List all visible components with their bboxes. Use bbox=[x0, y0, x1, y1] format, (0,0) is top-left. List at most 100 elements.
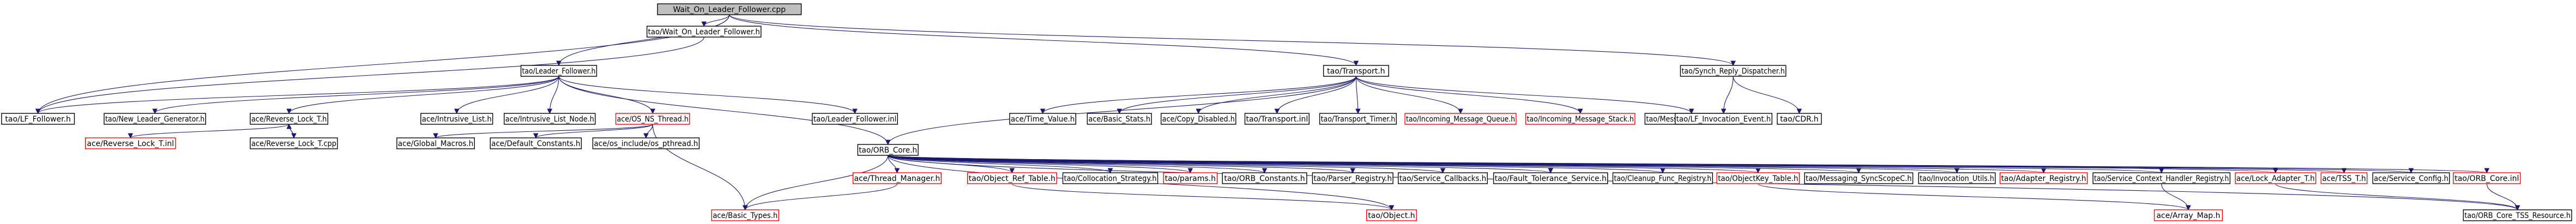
edge-arrowhead bbox=[643, 133, 649, 139]
node-label: ace/Copy_Disabled.h bbox=[1162, 115, 1235, 124]
graph-node-basictypes[interactable]: ace/Basic_Types.h bbox=[711, 209, 780, 221]
edge-arrowhead bbox=[1458, 108, 1463, 114]
graph-edge-objkeytable-to-arraymap bbox=[1758, 183, 2191, 211]
graph-node-timevalue[interactable]: ace/Time_Value.h bbox=[1009, 113, 1076, 125]
graph-node-msgsyncscope[interactable]: tao/Messaging_SyncScopeC.h bbox=[1804, 172, 1914, 184]
node-box bbox=[85, 137, 176, 149]
graph-node-parserreg[interactable]: tao/Parser_Registry.h bbox=[1312, 172, 1393, 184]
graph-node-basicstats[interactable]: ace/Basic_Stats.h bbox=[1087, 113, 1152, 125]
graph-node-threadmgr[interactable]: ace/Thread_Manager.h bbox=[852, 172, 942, 184]
node-label: tao/LF_Invocation_Event.h bbox=[1676, 115, 1771, 124]
node-label: tao/Service_Context_Handler_Registry.h bbox=[2094, 174, 2229, 183]
edge-arrowhead bbox=[2041, 168, 2047, 174]
graph-node-transportinl[interactable]: tao/Transport.inl bbox=[1244, 113, 1310, 125]
graph-edge-orbcore-to-adapterreg bbox=[888, 155, 2047, 174]
edge-arrowhead bbox=[1117, 108, 1123, 114]
graph-node-lfinl[interactable]: tao/Leader_Follower.inl bbox=[812, 113, 898, 125]
graph-node-svccallbacks[interactable]: tao/Service_Callbacks.h bbox=[1398, 172, 1488, 184]
graph-node-wolfh[interactable]: tao/Wait_On_Leader_Follower.h bbox=[646, 26, 762, 38]
graph-node-objecth[interactable]: tao/Object.h bbox=[1366, 209, 1417, 221]
node-label: tao/Service_Callbacks.h bbox=[1399, 174, 1486, 183]
graph-node-orbcoreinl[interactable]: tao/ORB_Core.inl bbox=[2453, 172, 2521, 184]
node-label: tao/Transport_Timer.h bbox=[1321, 115, 1396, 124]
node-label: tao/New_Leader_Generator.h bbox=[105, 115, 204, 124]
graph-node-cleanupreg[interactable]: tao/Cleanup_Func_Registry.h bbox=[1612, 172, 1713, 184]
graph-node-incmsgstack[interactable]: tao/Incoming_Message_Stack.h bbox=[1525, 113, 1636, 125]
graph-edge-lfh-to-newleaderh bbox=[152, 76, 559, 114]
graph-node-cdrh[interactable]: tao/CDR.h bbox=[1777, 113, 1822, 125]
edge-arrowhead bbox=[1721, 108, 1727, 114]
graph-edge-transporth-to-incmsgstack bbox=[1355, 76, 1583, 114]
graph-edge-revlockcpp-to-revlockh bbox=[286, 123, 294, 138]
node-label: tao/Incoming_Message_Stack.h bbox=[1527, 115, 1633, 124]
node-label: tao/Object_Ref_Table.h bbox=[969, 174, 1055, 183]
graph-node-invutils[interactable]: tao/Invocation_Utils.h bbox=[1918, 172, 1996, 184]
node-box bbox=[396, 137, 475, 149]
node-box bbox=[490, 137, 582, 149]
node-box bbox=[1163, 172, 1218, 184]
graph-node-transporttimer[interactable]: tao/Transport_Timer.h bbox=[1319, 113, 1397, 125]
edge-line bbox=[888, 155, 2044, 173]
graph-node-adapterreg[interactable]: tao/Adapter_Registry.h bbox=[1999, 172, 2088, 184]
graph-node-transporth[interactable]: tao/Transport.h bbox=[1323, 65, 1389, 77]
graph-node-orbconst[interactable]: tao/ORB_Constants.h bbox=[1222, 172, 1307, 184]
graph-node-srdh[interactable]: tao/Synch_Reply_Dispatcher.h bbox=[1680, 65, 1787, 77]
graph-node-root[interactable]: Wait_On_Leader_Follower.cpp bbox=[657, 3, 802, 15]
graph-node-copydisabled[interactable]: ace/Copy_Disabled.h bbox=[1160, 113, 1236, 125]
graph-node-lfh[interactable]: tao/Leader_Follower.h bbox=[520, 65, 598, 77]
edge-line bbox=[729, 14, 1734, 66]
edge-line bbox=[1011, 183, 1392, 210]
edge-line bbox=[535, 124, 653, 138]
graph-node-osnsthreadh[interactable]: ace/OS_NS_Thread.h bbox=[615, 113, 690, 125]
node-box bbox=[1009, 113, 1076, 125]
edge-line bbox=[2486, 183, 2518, 210]
node-box bbox=[1312, 172, 1393, 184]
graph-node-svcconfig[interactable]: ace/Service_Config.h bbox=[2372, 172, 2450, 184]
node-label: tao/Invocation_Utils.h bbox=[1920, 174, 1994, 183]
graph-node-revlockinl[interactable]: ace/Reverse_Lock_T.inl bbox=[85, 137, 176, 149]
graph-node-objkeytable[interactable]: tao/ObjectKey_Table.h bbox=[1716, 172, 1800, 184]
graph-node-objreftable[interactable]: tao/Object_Ref_Table.h bbox=[967, 172, 1057, 184]
graph-node-arraymap[interactable]: ace/Array_Map.h bbox=[2153, 209, 2223, 221]
edge-line bbox=[38, 37, 704, 114]
graph-node-orbcoretss[interactable]: tao/ORB_Core_TSS_Resource.h bbox=[2463, 209, 2572, 221]
graph-node-tsst[interactable]: ace/TSS_T.h bbox=[2320, 172, 2368, 184]
graph-node-params[interactable]: tao/params.h bbox=[1163, 172, 1218, 184]
node-label: tao/ORB_Core.inl bbox=[2454, 174, 2519, 183]
graph-node-lockadapter[interactable]: ace/Lock_Adapter_T.h bbox=[2235, 172, 2316, 184]
graph-node-lfinvevent[interactable]: tao/LF_Invocation_Event.h bbox=[1674, 113, 1772, 125]
graph-edge-transporth-to-timevalue bbox=[1040, 76, 1356, 114]
edge-line bbox=[745, 155, 889, 210]
graph-node-intrlisth[interactable]: ace/Intrusive_List.h bbox=[420, 113, 493, 125]
node-label: tao/Cleanup_Func_Registry.h bbox=[1614, 174, 1711, 183]
edge-line bbox=[549, 76, 559, 114]
graph-node-revlockh[interactable]: ace/Reverse_Lock_T.h bbox=[250, 113, 329, 125]
graph-edge-lfh-to-intrlisth bbox=[454, 76, 559, 114]
graph-node-intrlistnodeh[interactable]: ace/Intrusive_List_Node.h bbox=[504, 113, 596, 125]
graph-node-defconst[interactable]: ace/Default_Constants.h bbox=[490, 137, 582, 149]
node-box bbox=[657, 3, 802, 15]
graph-node-globalmacros[interactable]: ace/Global_Macros.h bbox=[396, 137, 475, 149]
graph-edge-lfh-to-osnsthreadh bbox=[558, 76, 656, 114]
node-box bbox=[250, 113, 329, 125]
graph-edge-lockadapter-to-orbcoretss bbox=[2275, 183, 2520, 211]
node-box bbox=[2463, 209, 2572, 221]
graph-edge-threadmgr-to-basictypes bbox=[743, 183, 897, 211]
graph-node-pthread[interactable]: ace/os_include/os_pthread.h bbox=[592, 137, 700, 149]
node-label: tao/Leader_Follower.h bbox=[522, 67, 596, 76]
graph-edge-osnsthreadh-to-basictypes bbox=[652, 124, 748, 211]
graph-node-incmsgqueue[interactable]: tao/Incoming_Message_Queue.h bbox=[1404, 113, 1517, 125]
edge-line bbox=[456, 76, 559, 114]
node-label: tao/Parser_Registry.h bbox=[1313, 174, 1392, 183]
graph-node-faulttol[interactable]: tao/Fault_Tolerance_Service.h bbox=[1493, 172, 1608, 184]
graph-node-lffollowerh[interactable]: tao/LF_Follower.h bbox=[1, 113, 75, 125]
graph-node-svcctxreg[interactable]: tao/Service_Context_Handler_Registry.h bbox=[2092, 172, 2231, 184]
graph-node-orbcore[interactable]: tao/ORB_Core.h bbox=[857, 144, 919, 156]
node-box bbox=[250, 137, 338, 149]
graph-node-revlockcpp[interactable]: ace/Reverse_Lock_T.cpp bbox=[250, 137, 338, 149]
graph-node-newleaderh[interactable]: tao/New_Leader_Generator.h bbox=[104, 113, 206, 125]
edge-arrowhead bbox=[454, 108, 460, 114]
edge-line bbox=[745, 183, 897, 210]
graph-node-collocstrat[interactable]: tao/Collocation_Strategy.h bbox=[1062, 172, 1159, 184]
